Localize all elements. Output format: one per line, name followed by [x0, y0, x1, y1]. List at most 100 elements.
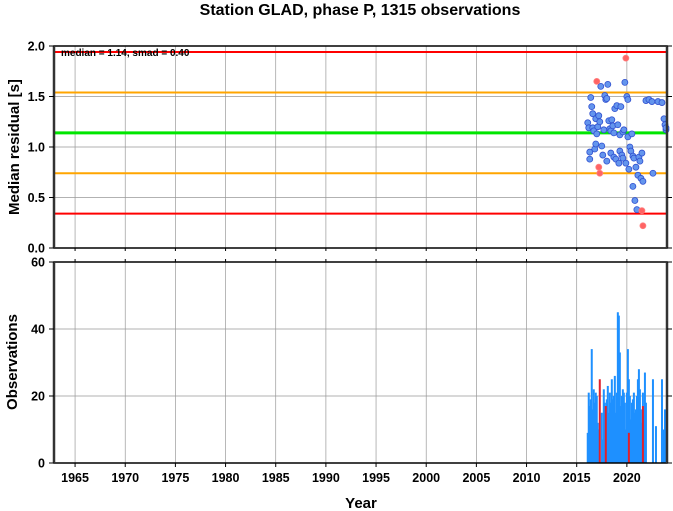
scatter-point-within [595, 112, 603, 120]
scatter-point-outlier [638, 207, 646, 215]
bar-within [638, 389, 641, 463]
scatter-point-within [622, 159, 630, 167]
x-tick-label: 1980 [212, 471, 240, 485]
bar-within [620, 396, 623, 463]
bar-within [624, 429, 627, 463]
bar-within [625, 392, 628, 463]
bar-within [621, 389, 624, 463]
scatter-point-outlier [593, 77, 601, 85]
scatter-point-within [596, 118, 604, 126]
bar-within [642, 416, 645, 463]
stats-annotation: median = 1.14, smad = 0.40 [61, 48, 190, 59]
bar-within [640, 422, 643, 463]
bar-within [651, 379, 654, 463]
x-tick-label: 2005 [462, 471, 490, 485]
scatter-point-within [589, 110, 597, 118]
bar-within [595, 396, 598, 463]
scatter-point-outlier [595, 163, 603, 171]
scatter-point-within [614, 121, 622, 129]
scatter-point-within [636, 157, 644, 165]
top-y-ticks: 0.00.51.01.52.0 [28, 40, 672, 256]
scatter-point-within [586, 148, 594, 156]
bar-within [589, 399, 592, 463]
scatter-point-within [598, 142, 606, 150]
bar-within [633, 412, 636, 463]
scatter-point-within [629, 182, 637, 190]
bar-outlier [598, 379, 601, 463]
scatter-points [584, 54, 670, 230]
bar-within [628, 396, 631, 463]
bottom-grid [54, 261, 667, 464]
x-axis-label: Year [345, 495, 377, 511]
bar-within [603, 402, 606, 463]
bar-within [594, 392, 597, 463]
scatter-point-within [599, 151, 607, 159]
bar-outlier [627, 432, 630, 463]
bar-within [636, 379, 639, 463]
scatter-point-within [604, 80, 612, 88]
bottom-y-tick-label: 20 [31, 390, 45, 404]
bar-within [614, 412, 617, 463]
x-tick-label: 1990 [312, 471, 340, 485]
scatter-point-within [631, 197, 639, 204]
top-panel: 0.00.51.01.52.0 median = 1.14, smad = 0.… [6, 40, 672, 256]
bar-within [605, 399, 608, 463]
bar-within [613, 375, 616, 463]
bar-within [597, 429, 600, 463]
bottom-y-label: Observations [4, 314, 21, 410]
bottom-y-tick-label: 0 [38, 457, 45, 471]
bar-within [609, 402, 612, 463]
bar-within [616, 312, 619, 463]
scatter-point-within [632, 163, 640, 171]
bar-within [654, 426, 657, 463]
scatter-point-within [658, 99, 666, 106]
bar-within [612, 396, 615, 463]
chart-title: Station GLAD, phase P, 1315 observations [200, 2, 521, 19]
bar-within [630, 402, 633, 463]
bar-within [610, 379, 613, 463]
x-tick-label: 2000 [412, 471, 440, 485]
top-y-tick-label: 1.0 [28, 141, 45, 155]
bar-within [629, 419, 632, 463]
bar-within [639, 409, 642, 463]
scatter-point-within [603, 95, 611, 102]
scatter-point-within [628, 130, 636, 138]
bottom-y-tick-label: 60 [31, 256, 45, 270]
bottom-y-tick-label: 40 [31, 323, 45, 337]
bar-within [588, 406, 591, 463]
bar-within [602, 389, 605, 463]
scatter-point-outlier [639, 222, 647, 230]
scatter-point-within [588, 103, 596, 110]
bar-outlier [641, 406, 644, 463]
bar-within [631, 399, 634, 463]
bar-within [619, 406, 622, 463]
top-y-label: Median residual [s] [6, 79, 23, 215]
scatter-point-within [619, 154, 627, 162]
scatter-point-within [639, 177, 647, 185]
x-tick-label: 1975 [161, 471, 189, 485]
bar-within [660, 379, 663, 463]
scatter-point-within [649, 169, 657, 177]
x-tick-label: 2020 [613, 471, 641, 485]
scatter-point-within [593, 130, 601, 138]
x-tick-label: 1970 [111, 471, 139, 485]
bar-within [626, 349, 629, 463]
bar-within [611, 399, 614, 463]
top-y-tick-label: 0.0 [28, 242, 45, 256]
scatter-point-within [624, 96, 632, 103]
bar-within [627, 379, 630, 463]
bar-within [600, 412, 603, 463]
bar-outlier [604, 406, 607, 463]
bar-within [623, 402, 626, 463]
scatter-point-within [597, 83, 605, 90]
scatter-point-within [621, 78, 629, 86]
x-tick-label: 1995 [362, 471, 390, 485]
scatter-point-within [617, 103, 625, 110]
bar-within [615, 392, 618, 463]
bar-within [617, 315, 620, 463]
bar-within [601, 439, 604, 463]
bar-within [635, 396, 638, 463]
scatter-point-within [600, 126, 608, 134]
scatter-point-within [586, 155, 594, 163]
